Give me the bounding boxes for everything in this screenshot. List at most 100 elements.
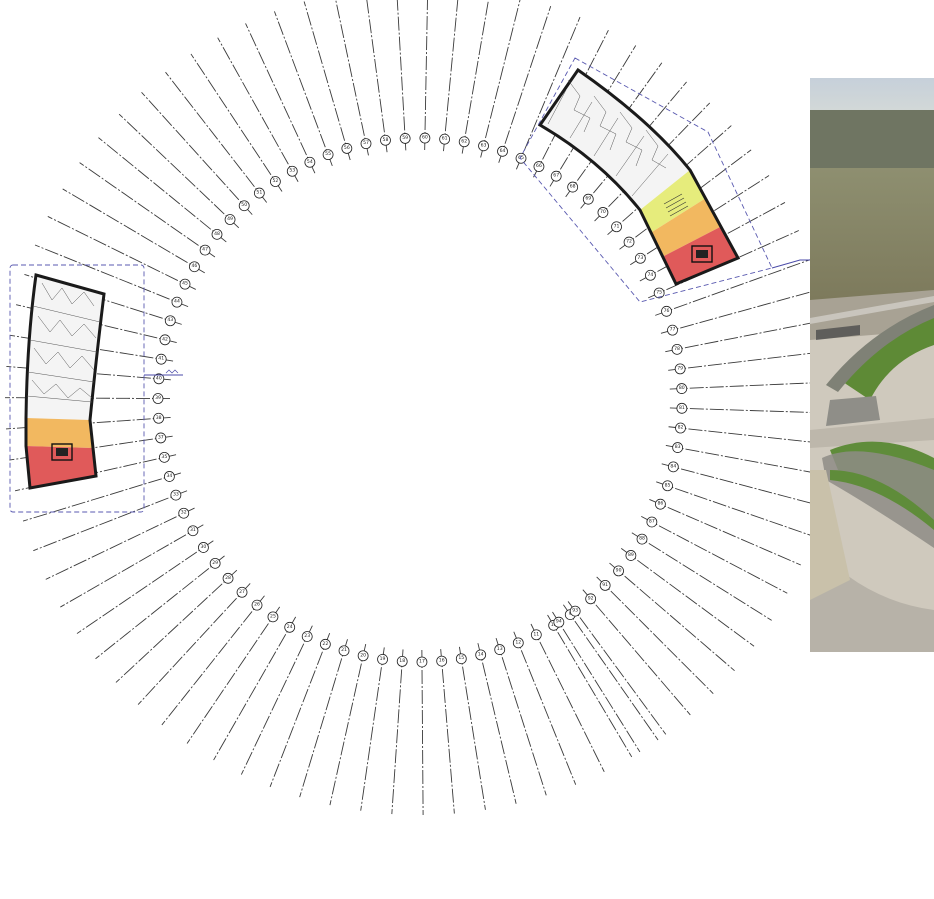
grid-bubble: 86 — [654, 498, 666, 510]
grid-bubble-label: 16 — [439, 658, 445, 664]
grid-bubble: 31 — [187, 525, 199, 537]
grid-bubble-label: 80 — [679, 385, 685, 391]
grid-bubble: 11 — [530, 629, 542, 641]
grid-line — [22, 472, 182, 522]
grid-line — [669, 381, 835, 390]
grid-bubble: 30 — [198, 542, 209, 553]
grid-bubble-label: 61 — [442, 136, 448, 142]
grid-bubble: 71 — [611, 221, 622, 233]
grid-bubble: 26 — [251, 599, 263, 611]
grid-bubble-label: 49 — [227, 216, 233, 222]
grid-bubble-label: 11 — [533, 631, 539, 637]
left-wing-section-box — [9, 264, 145, 513]
grid-line — [161, 595, 265, 726]
grid-bubble: 68 — [567, 181, 579, 193]
grid-line — [655, 259, 811, 316]
grid-bubble: 59 — [399, 133, 411, 144]
grid-bubble: 22 — [319, 638, 331, 650]
right-wing-circulation-zone — [652, 198, 722, 256]
grid-bubble: 75 — [653, 287, 665, 299]
grid-bubble-label: 24 — [287, 624, 293, 630]
grid-bubble: 64 — [497, 145, 508, 157]
grid-line — [665, 444, 829, 476]
grid-bubble: 37 — [155, 432, 167, 444]
grid-bubble-label: 41 — [158, 356, 164, 362]
grid-bubble-label: 54 — [307, 159, 313, 165]
grid-bubble: 63 — [478, 140, 489, 152]
grid-bubble: 34 — [164, 471, 175, 482]
right-wing-stair-flight — [663, 193, 689, 217]
grid-bubble: 89 — [625, 550, 637, 561]
grid-bubble-label: 71 — [614, 223, 620, 229]
grid-bubble: 33 — [170, 489, 182, 501]
grid-bubble: 12 — [512, 637, 524, 649]
grid-line — [33, 490, 188, 552]
right-building-wing — [519, 57, 810, 303]
grid-line — [495, 638, 547, 796]
grid-bubble-label: 35 — [161, 454, 167, 460]
grid-line — [360, 647, 385, 811]
grid-bubble-label: 29 — [212, 560, 218, 566]
grid-bubble: 91 — [599, 579, 611, 591]
grid-line — [424, 0, 428, 151]
grid-bubble-label: 30 — [201, 544, 207, 550]
right-wing-elevator-core — [691, 245, 713, 263]
grid-line — [245, 23, 316, 174]
grid-bubble-label: 79 — [677, 365, 683, 371]
aerial-photo — [810, 78, 934, 652]
right-wing-room-partitions — [547, 79, 669, 197]
grid-bubble-label: 65 — [518, 155, 524, 161]
grid-bubble: 81 — [676, 402, 688, 414]
grid-bubble: 42 — [159, 334, 171, 346]
grid-bubble-label: 14 — [478, 651, 484, 657]
grid-bubble-label: 19 — [380, 656, 386, 662]
grid-line — [217, 37, 299, 182]
grid-bubble: 69 — [582, 193, 594, 205]
grid-bubble-label: 60 — [422, 135, 428, 141]
grid-bubble: 19 — [377, 653, 388, 665]
right-wing-section-box — [519, 57, 773, 303]
grid-line — [668, 426, 833, 445]
grid-bubble: 51 — [253, 187, 265, 199]
grid-bubble-label: 45 — [182, 281, 188, 287]
grid-line — [303, 1, 351, 161]
grid-bubble: 82 — [675, 422, 686, 434]
grid-bubble: 43 — [164, 315, 176, 327]
grid-line — [366, 0, 388, 153]
grid-line — [62, 188, 205, 274]
grid-line — [458, 646, 486, 810]
grid-bubble: 46 — [189, 261, 200, 273]
grid-line — [649, 498, 801, 566]
grid-bubble-label: 43 — [167, 317, 173, 323]
grid-line — [76, 540, 214, 634]
grid-bubble-label: 76 — [664, 308, 670, 314]
grid-bubble-label: 82 — [678, 425, 684, 431]
grid-bubble-label: 15 — [458, 655, 464, 661]
grid-line — [596, 576, 714, 694]
grid-line — [668, 350, 833, 371]
grid-bubble-label: 22 — [322, 641, 328, 647]
grid-line — [440, 649, 455, 814]
grid-bubble: 47 — [199, 244, 211, 256]
grid-bubble-label: 77 — [670, 327, 676, 333]
left-wing-core-zone — [26, 446, 96, 488]
grid-bubble: 84 — [667, 461, 679, 473]
grid-line — [552, 611, 641, 753]
grid-line — [563, 604, 659, 741]
grid-bubble: 66 — [533, 161, 545, 172]
grid-bubble-label: 10 — [551, 622, 557, 628]
grid-bubble: 55 — [322, 149, 334, 161]
grid-bubble: 94 — [553, 616, 565, 628]
grid-bubble-label: 37 — [158, 434, 164, 440]
grid-line — [190, 53, 283, 192]
grid-bubble: 57 — [360, 138, 372, 150]
right-wing-stairs-zone — [640, 170, 706, 232]
grid-bubble-label: 59 — [402, 135, 408, 141]
grid-line — [335, 0, 369, 156]
grid-bubble-label: 55 — [325, 151, 331, 157]
grid-bubble-label: 91 — [602, 582, 608, 588]
grid-bubble: 56 — [341, 143, 353, 154]
grid-line — [530, 623, 605, 773]
grid-bubble-label: 89 — [628, 552, 634, 558]
grid-bubble: 52 — [269, 176, 281, 187]
